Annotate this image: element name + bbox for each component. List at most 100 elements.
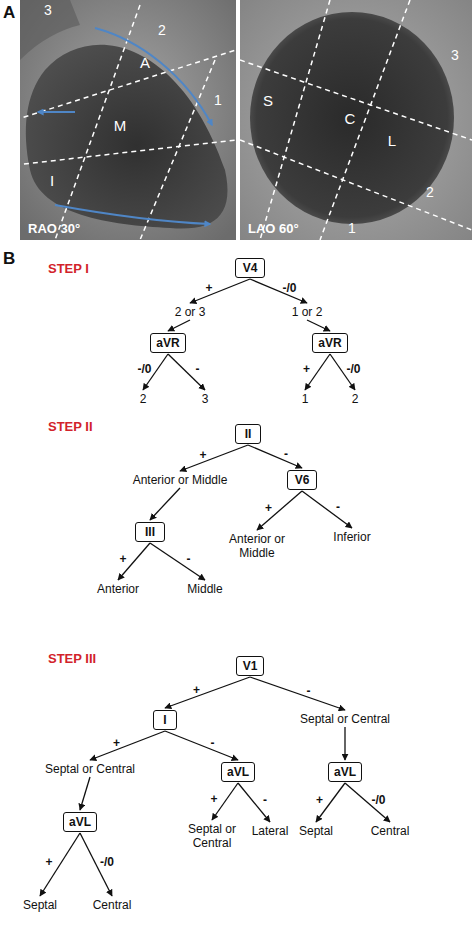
- node-text: Septal or Central: [35, 762, 145, 776]
- decision-arrow: [168, 320, 190, 331]
- node-text: V1: [237, 659, 263, 673]
- outcome-node: Septal or Central: [181, 822, 243, 850]
- node-text: V6: [288, 473, 316, 487]
- lead-box: V6: [287, 470, 317, 490]
- node-text: 3: [197, 392, 213, 406]
- outcome-node: Anterior or Middle: [222, 532, 292, 560]
- decision-arrow: [257, 491, 302, 530]
- decision-arrow: [316, 783, 345, 822]
- lead-box: aVR: [150, 333, 186, 353]
- decision-arrow: [168, 354, 205, 390]
- branch-sign: +: [210, 793, 217, 805]
- node-text: Middle: [180, 582, 230, 596]
- step-heading: STEP I: [48, 262, 89, 275]
- node-text: Anterior: [88, 582, 148, 596]
- node-text: 2: [135, 392, 151, 406]
- lao-image: [240, 0, 472, 240]
- outcome-node: 1 or 2: [282, 305, 332, 319]
- node-text: I: [154, 713, 176, 727]
- decision-arrow: [250, 677, 345, 710]
- branch-sign: +: [113, 737, 120, 749]
- branch-sign: +: [316, 794, 323, 806]
- outcome-node: Septal or Central: [35, 762, 145, 776]
- branch-sign: +: [193, 684, 200, 696]
- wall-letter: A: [140, 55, 150, 70]
- outcome-node: 3: [197, 392, 213, 406]
- step-heading: STEP III: [48, 652, 96, 665]
- node-text: Septal: [295, 824, 337, 838]
- rao-image: [20, 0, 236, 240]
- wall-arrows: [38, 28, 212, 224]
- node-text: 2 or 3: [165, 305, 215, 319]
- node-text: II: [236, 427, 260, 441]
- decision-arrow: [80, 777, 90, 810]
- decision-arrow: [165, 731, 238, 760]
- lead-box: V1: [236, 656, 264, 676]
- node-text: Lateral: [248, 824, 292, 838]
- decision-arrow: [238, 783, 270, 822]
- node-text: aVR: [313, 336, 347, 350]
- node-text: aVL: [222, 765, 254, 779]
- branch-sign: -/0: [371, 794, 385, 806]
- panel-letter: A: [3, 4, 15, 21]
- branch-sign: -/0: [137, 363, 151, 375]
- decision-arrow: [150, 543, 205, 580]
- segment-number: 3: [44, 3, 52, 17]
- node-text: Septal or Central: [290, 712, 400, 726]
- step-heading: STEP II: [48, 420, 93, 433]
- lead-box: aVL: [63, 812, 97, 832]
- decision-arrow: [248, 445, 302, 468]
- wall-letter: M: [114, 118, 127, 133]
- lead-box: II: [235, 424, 261, 444]
- decision-arrow: [40, 833, 80, 896]
- outcome-node: Middle: [180, 582, 230, 596]
- decision-arrow: [180, 445, 248, 471]
- outcome-node: Central: [86, 898, 138, 912]
- outcome-node: Central: [365, 824, 415, 838]
- outcome-node: Septal: [295, 824, 337, 838]
- wall-letter: I: [50, 173, 54, 188]
- branch-sign: +: [205, 282, 212, 294]
- branch-sign: -: [307, 685, 311, 697]
- branch-sign: +: [45, 856, 52, 868]
- branch-sign: +: [303, 363, 310, 375]
- decision-arrow: [250, 279, 307, 303]
- outcome-node: Anterior: [88, 582, 148, 596]
- node-text: Anterior or Middle: [120, 473, 240, 487]
- node-text: Central: [86, 898, 138, 912]
- branch-sign: -: [263, 794, 267, 806]
- node-text: aVL: [329, 765, 361, 779]
- decision-arrow: [90, 731, 165, 760]
- aortic-root: [20, 0, 80, 60]
- node-text: V4: [236, 261, 264, 275]
- branch-sign: -: [336, 501, 340, 513]
- decision-arrow: [302, 491, 352, 528]
- left-ventricle: [250, 12, 454, 224]
- outcome-node: Inferior: [322, 530, 382, 544]
- lead-box: V4: [235, 258, 265, 278]
- decision-arrow: [307, 320, 330, 331]
- outcome-node: Septal: [15, 898, 65, 912]
- outcome-node: 2 or 3: [165, 305, 215, 319]
- view-label: RAO 30°: [28, 222, 80, 235]
- segment-number: 3: [451, 48, 459, 62]
- branch-sign: +: [265, 502, 272, 514]
- lead-box: aVL: [221, 762, 255, 782]
- node-text: Septal: [15, 898, 65, 912]
- segment-number: 2: [426, 185, 434, 199]
- segment-lines: [240, 0, 472, 240]
- branch-sign: -: [196, 363, 200, 375]
- outcome-node: Septal or Central: [290, 712, 400, 726]
- decision-arrow: [118, 543, 150, 580]
- branch-sign: +: [119, 553, 126, 565]
- branch-sign: -/0: [100, 856, 114, 868]
- decision-arrow: [344, 727, 345, 760]
- view-label: LAO 60°: [248, 222, 299, 235]
- decision-arrow: [150, 488, 180, 520]
- panel-letter: B: [3, 250, 15, 267]
- branch-sign: -: [211, 737, 215, 749]
- segment-number: 1: [214, 93, 222, 107]
- outcome-node: Anterior or Middle: [120, 473, 240, 487]
- node-text: aVL: [64, 815, 96, 829]
